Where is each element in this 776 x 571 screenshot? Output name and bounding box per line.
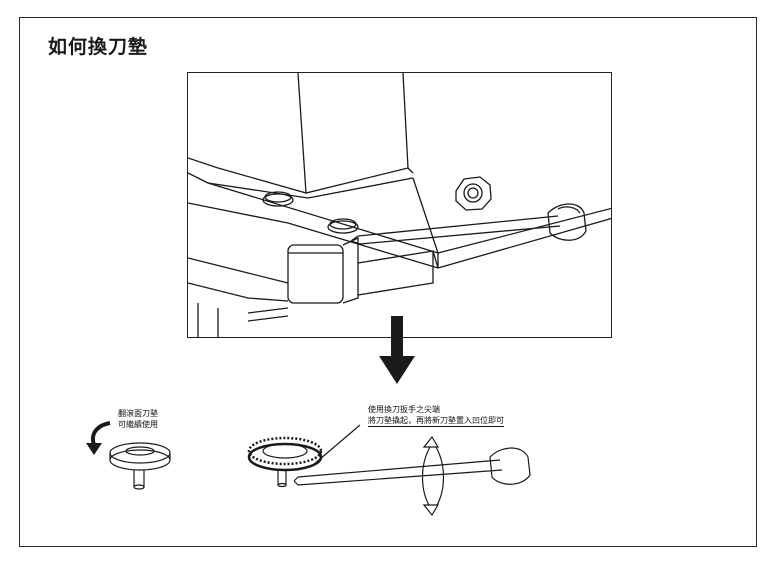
remove-note-line1: 使用換刀扳手之尖端	[368, 405, 440, 414]
flip-note-line1: 翻滾面刀墊	[118, 409, 158, 418]
remove-note-label: 使用換刀扳手之尖端 將刀墊撬起，再將新刀墊置入凹位即可	[368, 404, 504, 427]
rotate-arrow-icon	[421, 435, 445, 517]
machine-illustration	[187, 72, 612, 338]
curved-arrow-icon	[86, 421, 111, 455]
document-frame	[19, 17, 757, 547]
page-title: 如何換刀墊	[48, 36, 149, 58]
bottom-illustrations	[60, 395, 620, 520]
down-arrow-icon	[377, 316, 417, 386]
remove-note-line2: 將刀墊撬起，再將新刀墊置入凹位即可	[368, 416, 504, 427]
flip-note-label: 翻滾面刀墊 可繼續使用	[118, 408, 158, 430]
flip-note-line2: 可繼續使用	[118, 420, 158, 429]
